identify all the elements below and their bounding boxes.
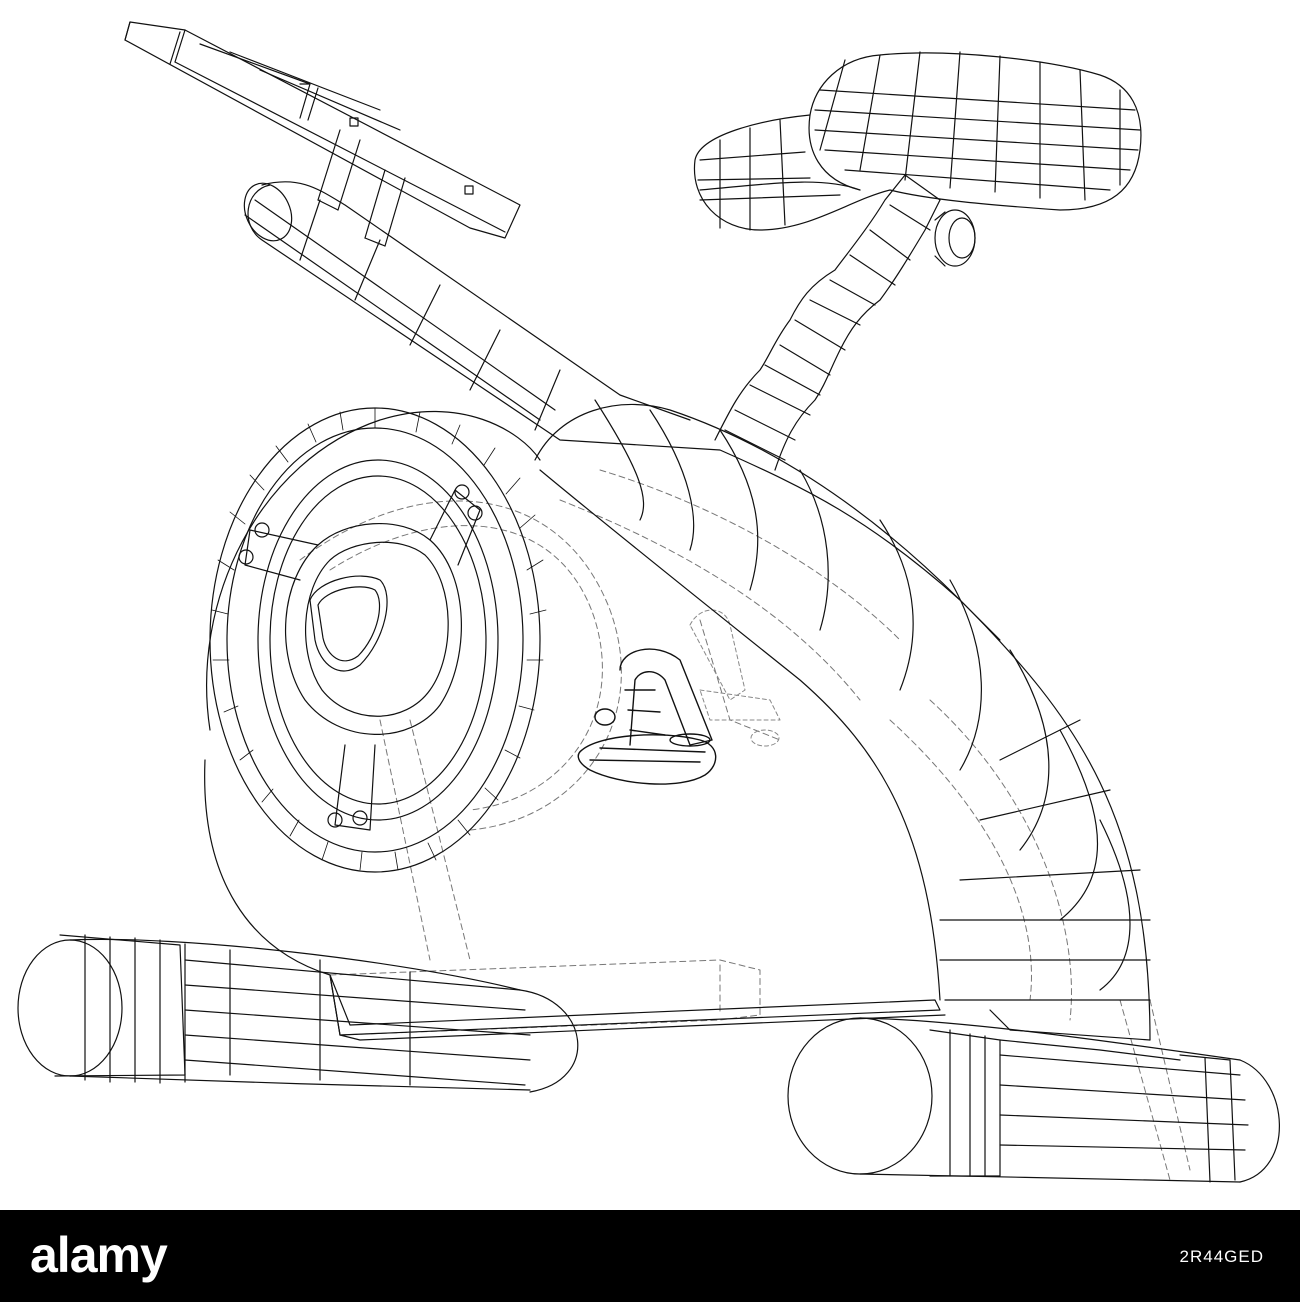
far-pedal <box>689 609 781 747</box>
frame-main-curve <box>534 399 1151 1041</box>
rim-ticks <box>211 407 547 871</box>
saddle <box>693 51 1142 231</box>
footer-bar <box>0 1210 1300 1302</box>
brand-logo: alamy <box>30 1227 168 1283</box>
front-stabilizer <box>17 934 579 1093</box>
base-plate <box>329 974 946 1041</box>
flywheel-hub <box>238 484 483 831</box>
rear-stabilizer <box>787 1017 1280 1183</box>
near-pedal <box>577 648 717 785</box>
frame-top-tube <box>243 181 1001 641</box>
console-stem <box>317 129 406 247</box>
exercise-bike-wireframe <box>17 21 1280 1183</box>
console-screen <box>124 21 521 239</box>
flywheel-cover <box>204 407 547 1036</box>
image-id-label: 2R44GED <box>1179 1247 1264 1266</box>
hidden-lines <box>299 469 1191 1181</box>
seat-knob <box>934 209 976 267</box>
seat-post <box>714 174 941 471</box>
